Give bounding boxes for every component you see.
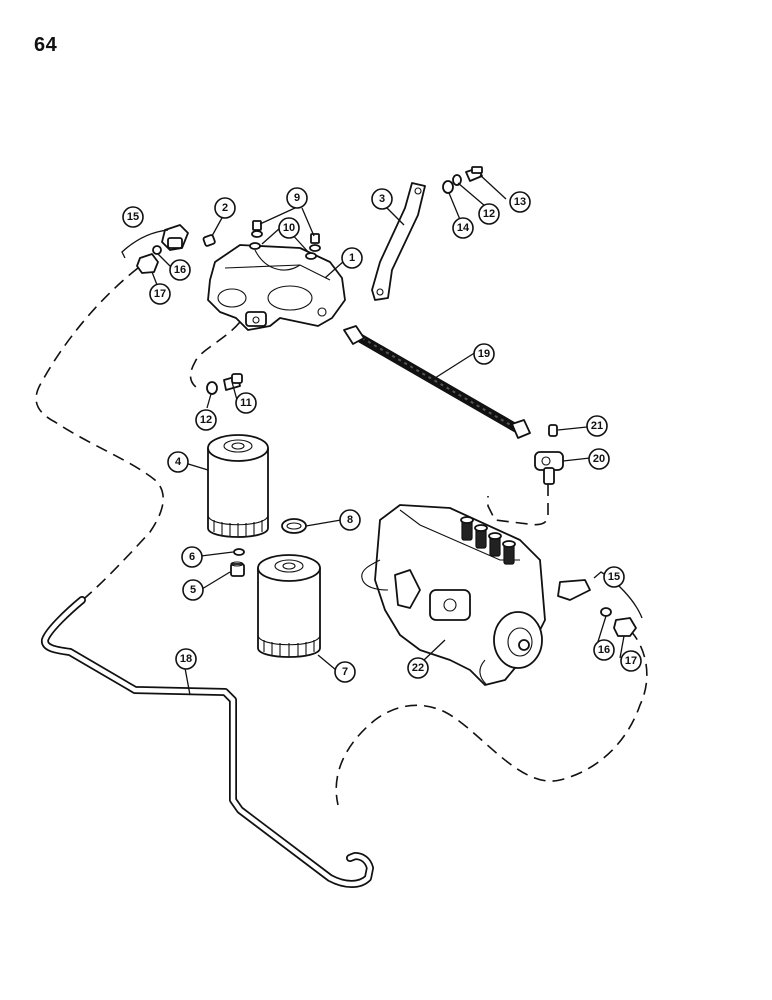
plug-part-2 xyxy=(202,234,216,247)
callout-17-left: 17 xyxy=(149,283,171,305)
callout-14: 14 xyxy=(452,217,474,239)
support-strap-part xyxy=(371,182,426,301)
elbow-fitting-right xyxy=(557,579,637,637)
callout-9: 9 xyxy=(286,187,308,209)
svg-text:20: 20 xyxy=(593,453,605,465)
dash-line-right-return xyxy=(335,629,648,806)
callout-7: 7 xyxy=(334,661,356,683)
callout-15-right: 15 xyxy=(603,566,625,588)
callout-11: 11 xyxy=(235,392,257,414)
svg-text:10: 10 xyxy=(283,222,295,234)
o-ring-part-8 xyxy=(281,518,307,534)
svg-text:12: 12 xyxy=(483,208,495,220)
callout-21: 21 xyxy=(586,415,608,437)
callout-18: 18 xyxy=(175,648,197,670)
svg-text:15: 15 xyxy=(608,571,620,583)
callout-13: 13 xyxy=(509,191,531,213)
callout-16-right: 16 xyxy=(593,639,615,661)
svg-text:1: 1 xyxy=(349,252,355,264)
svg-text:19: 19 xyxy=(478,348,490,360)
callout-2: 2 xyxy=(214,197,236,219)
callout-5: 5 xyxy=(182,579,204,601)
callout-8: 8 xyxy=(339,509,361,531)
callout-4: 4 xyxy=(167,451,189,473)
svg-text:8: 8 xyxy=(347,514,353,526)
callout-22: 22 xyxy=(407,657,429,679)
svg-text:12: 12 xyxy=(200,414,212,426)
fuel-line-hose-part xyxy=(343,325,531,439)
svg-text:13: 13 xyxy=(514,196,526,208)
svg-text:11: 11 xyxy=(240,397,252,409)
svg-text:18: 18 xyxy=(180,653,192,665)
dash-line-left xyxy=(35,267,164,603)
callout-3: 3 xyxy=(371,188,393,210)
svg-text:4: 4 xyxy=(175,456,182,468)
svg-text:3: 3 xyxy=(379,193,385,205)
svg-text:14: 14 xyxy=(457,222,470,234)
svg-text:22: 22 xyxy=(412,662,424,674)
bolt-and-washers-top-right xyxy=(442,166,483,194)
svg-text:5: 5 xyxy=(190,584,196,596)
svg-text:9: 9 xyxy=(294,192,300,204)
callout-6: 6 xyxy=(181,546,203,568)
pump-drive-flange xyxy=(493,611,543,669)
leader-lines xyxy=(151,174,625,696)
callout-19: 19 xyxy=(473,343,495,365)
group-bracket-15-left xyxy=(121,229,169,259)
svg-text:17: 17 xyxy=(154,288,166,300)
filter-element-lower-part xyxy=(257,554,321,658)
svg-text:7: 7 xyxy=(342,666,348,678)
page-number: 64 xyxy=(34,34,58,56)
filter-element-upper-part xyxy=(207,434,269,538)
svg-text:21: 21 xyxy=(591,420,603,432)
svg-text:16: 16 xyxy=(598,644,610,656)
callout-12-middle: 12 xyxy=(195,409,217,431)
callout-17-right: 17 xyxy=(620,650,642,672)
elbow-fitting-left xyxy=(136,224,189,274)
svg-text:15: 15 xyxy=(127,211,139,223)
fitting-part-21 xyxy=(548,424,558,437)
pump-outlet-towers xyxy=(460,516,516,565)
svg-text:6: 6 xyxy=(189,551,195,563)
svg-text:16: 16 xyxy=(174,264,186,276)
return-pipe-part xyxy=(41,596,374,888)
callout-20: 20 xyxy=(588,448,610,470)
bolt-and-washer-middle xyxy=(206,373,243,395)
dashed-routing-lines xyxy=(35,267,648,806)
callout-15-left: 15 xyxy=(122,206,144,228)
drain-plug-parts-5-6 xyxy=(230,548,245,577)
dash-line-pump-to-banjo xyxy=(487,484,549,526)
group-bracket-15-right xyxy=(593,571,643,619)
filter-head-part xyxy=(207,244,346,331)
callout-1: 1 xyxy=(341,247,363,269)
callout-16-left: 16 xyxy=(169,259,191,281)
screw-and-washer-parts-9-10 xyxy=(249,220,321,260)
dash-line-head-to-bolt xyxy=(189,321,241,391)
svg-text:17: 17 xyxy=(625,655,637,667)
fuel-injection-pump-part xyxy=(361,504,546,686)
svg-text:2: 2 xyxy=(222,202,228,214)
callout-10: 10 xyxy=(278,217,300,239)
banjo-fitting-part-20 xyxy=(534,451,564,485)
callout-12-top: 12 xyxy=(478,203,500,225)
